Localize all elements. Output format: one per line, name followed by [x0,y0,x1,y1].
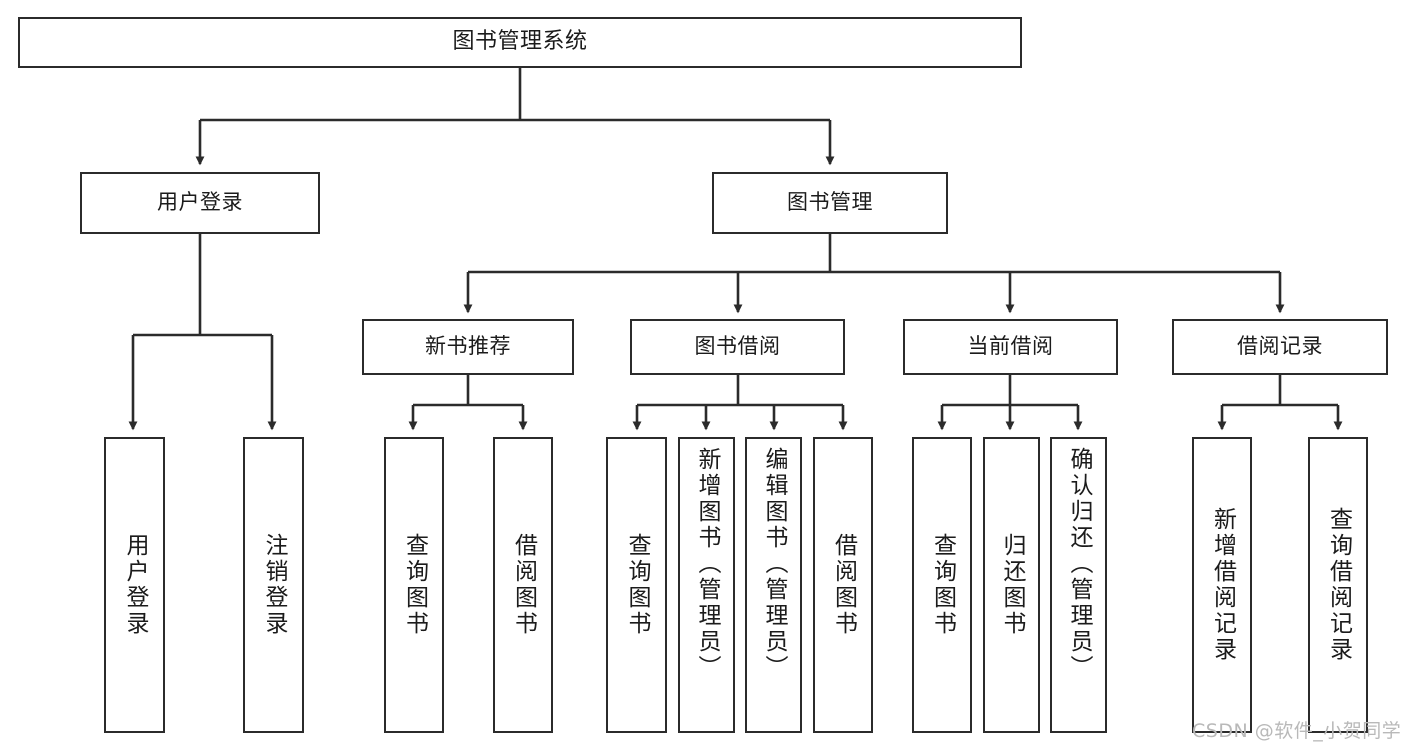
leaf-logout-login[interactable]: 注销登录 [243,437,304,733]
leaf-add-book-admin[interactable]: 新增图书（管理员） [678,437,735,733]
node-book-management[interactable]: 图书管理 [712,172,948,234]
node-user-login[interactable]: 用户登录 [80,172,320,234]
node-label: 借阅记录 [1237,334,1323,359]
node-label: 用户登录 [122,533,148,637]
node-new-book-recommend[interactable]: 新书推荐 [362,319,574,375]
leaf-return-book[interactable]: 归还图书 [983,437,1040,733]
node-label: 图书管理 [787,190,873,215]
node-label: 借阅图书 [510,533,537,637]
node-label: 编辑图书（管理员） [761,447,787,681]
node-label: 查询图书 [401,533,428,637]
leaf-borrow-book-newbook[interactable]: 借阅图书 [493,437,553,733]
node-label: 查询图书 [929,533,956,637]
csdn-watermark: CSDN @软件_小贺同学 [1192,720,1402,742]
node-label: 新书推荐 [425,334,511,359]
node-label: 图书管理系统 [452,29,588,55]
node-label: 图书借阅 [694,334,781,359]
node-label: 新增图书（管理员） [694,447,720,681]
leaf-confirm-return-admin[interactable]: 确认归还（管理员） [1050,437,1107,733]
node-current-borrow[interactable]: 当前借阅 [903,319,1118,375]
leaf-borrow-book-borrow[interactable]: 借阅图书 [813,437,873,733]
node-label: 查询图书 [624,533,650,637]
node-label: 查询借阅记录 [1325,507,1352,663]
node-label: 当前借阅 [967,334,1054,359]
leaf-query-book-newbook[interactable]: 查询图书 [384,437,444,733]
node-root-book-management-system[interactable]: 图书管理系统 [18,17,1022,68]
leaf-user-login[interactable]: 用户登录 [104,437,165,733]
leaf-query-borrow-record[interactable]: 查询借阅记录 [1308,437,1368,733]
node-label: 借阅图书 [830,533,857,637]
node-label: 确认归还（管理员） [1066,447,1092,681]
node-book-borrow[interactable]: 图书借阅 [630,319,845,375]
node-label: 新增借阅记录 [1209,507,1236,663]
leaf-add-borrow-record[interactable]: 新增借阅记录 [1192,437,1252,733]
node-label: 用户登录 [157,190,243,215]
node-borrow-record[interactable]: 借阅记录 [1172,319,1388,375]
node-label: 归还图书 [999,533,1025,637]
leaf-query-book-borrow[interactable]: 查询图书 [606,437,667,733]
leaf-edit-book-admin[interactable]: 编辑图书（管理员） [745,437,802,733]
leaf-query-book-current[interactable]: 查询图书 [912,437,972,733]
node-label: 注销登录 [261,533,287,637]
